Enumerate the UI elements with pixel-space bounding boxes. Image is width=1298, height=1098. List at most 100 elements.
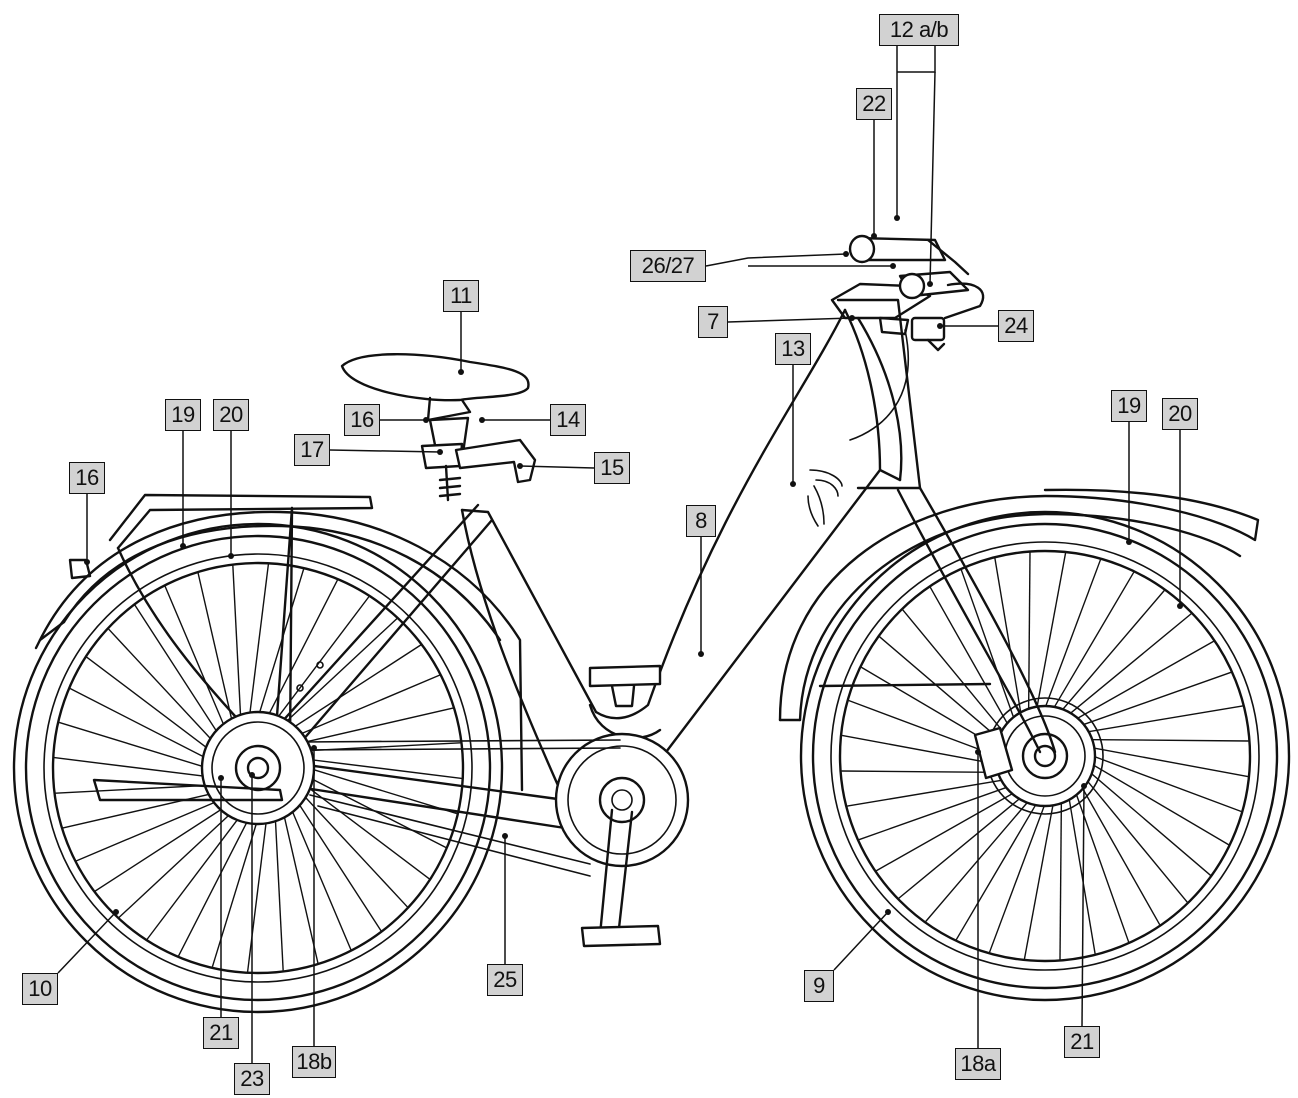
- spoke: [1068, 640, 1215, 725]
- label-18a: 18a: [955, 1048, 1001, 1080]
- label-20-front: 20: [1162, 398, 1198, 430]
- spoke: [246, 564, 270, 734]
- front-spokes: [841, 552, 1249, 960]
- spoke: [252, 568, 305, 733]
- spoke: [1066, 788, 1096, 954]
- spoke: [1083, 745, 1249, 778]
- spoke: [293, 769, 447, 849]
- handlebar: [830, 234, 985, 352]
- label-11: 11: [443, 280, 479, 312]
- label-19-rear: 19: [165, 399, 201, 431]
- spoke: [146, 802, 251, 940]
- front-fender: [778, 488, 1260, 722]
- label-13: 13: [775, 333, 811, 365]
- label-21-rear: 21: [203, 1017, 239, 1049]
- spoke: [1081, 738, 1249, 742]
- leader-line: [57, 911, 117, 974]
- label-22: 22: [856, 88, 892, 120]
- spoke: [54, 756, 224, 780]
- label-9: 9: [804, 970, 834, 1002]
- label-16-rear: 16: [69, 462, 105, 494]
- label-16-seatpost: 16: [344, 404, 380, 436]
- spoke: [929, 586, 1014, 733]
- spoke: [1073, 671, 1232, 729]
- label-19-front: 19: [1111, 390, 1147, 422]
- saddle: [340, 353, 537, 502]
- spoke: [994, 558, 1024, 724]
- drivetrain: [92, 664, 690, 948]
- rear-spokes: [54, 564, 462, 972]
- spoke: [292, 775, 430, 880]
- spoke: [1059, 792, 1063, 960]
- leader-dot: [1081, 783, 1087, 789]
- spoke: [1061, 613, 1192, 721]
- spoke: [955, 795, 1042, 941]
- label-7: 7: [698, 306, 728, 338]
- spoke: [108, 628, 226, 755]
- spoke: [286, 707, 454, 747]
- front-disc-brake: [818, 682, 1104, 815]
- label-21-front: 21: [1064, 1026, 1100, 1058]
- leader-dot: [975, 749, 981, 755]
- spoke: [925, 794, 1035, 922]
- label-26-27: 26/27: [630, 250, 706, 282]
- spoke: [1083, 766, 1211, 876]
- spoke: [1034, 552, 1067, 718]
- spoke: [858, 783, 1017, 841]
- spoke: [1023, 794, 1056, 960]
- rear-rack: [108, 493, 374, 747]
- spoke: [1076, 779, 1161, 926]
- spoke: [273, 800, 284, 971]
- spoke: [62, 789, 230, 829]
- label-12-a-b: 12 a/b: [879, 14, 959, 46]
- label-24: 24: [998, 310, 1034, 342]
- leader-dot: [84, 559, 90, 565]
- spoke: [94, 797, 239, 892]
- spoke: [118, 800, 245, 918]
- leader-dot: [249, 772, 255, 778]
- leader-dot: [843, 251, 849, 257]
- leader-line: [705, 253, 847, 267]
- label-25: 25: [487, 964, 523, 996]
- spoke: [134, 604, 229, 749]
- spoke: [76, 793, 234, 862]
- leader-dot: [871, 233, 877, 239]
- rear-fender: [34, 510, 524, 792]
- spoke: [290, 781, 408, 908]
- spoke: [902, 609, 1010, 740]
- label-23: 23: [234, 1063, 270, 1095]
- leader-dot: [849, 315, 855, 321]
- spoke: [875, 787, 1022, 872]
- leader-line: [929, 71, 936, 285]
- label-14: 14: [550, 404, 586, 436]
- leader-dot: [458, 369, 464, 375]
- leader-dot: [1126, 539, 1132, 545]
- label-10: 10: [22, 973, 58, 1005]
- leader-dot: [423, 417, 429, 423]
- leader-dot: [437, 449, 443, 455]
- leader-dot: [1177, 603, 1183, 609]
- leader-dot: [937, 323, 943, 329]
- leader-dot: [890, 263, 896, 269]
- spoke: [1084, 752, 1242, 813]
- spoke: [1055, 590, 1165, 718]
- spoke: [197, 572, 237, 740]
- spoke: [69, 687, 223, 767]
- leader-dot: [894, 215, 900, 221]
- leader-lines: [57, 46, 1183, 1063]
- spoke: [1048, 571, 1135, 717]
- spoke: [1084, 759, 1230, 846]
- spoke: [841, 770, 1009, 774]
- leader-line: [897, 46, 936, 73]
- spoke: [1041, 559, 1102, 717]
- leader-dot: [180, 543, 186, 549]
- spoke: [292, 756, 462, 780]
- spoke: [1080, 772, 1188, 903]
- spoke: [86, 656, 224, 761]
- leader-dot: [517, 463, 523, 469]
- spoke: [879, 636, 1007, 746]
- leader-dot: [218, 775, 224, 781]
- label-18b: 18b: [292, 1046, 336, 1078]
- leader-dot: [479, 417, 485, 423]
